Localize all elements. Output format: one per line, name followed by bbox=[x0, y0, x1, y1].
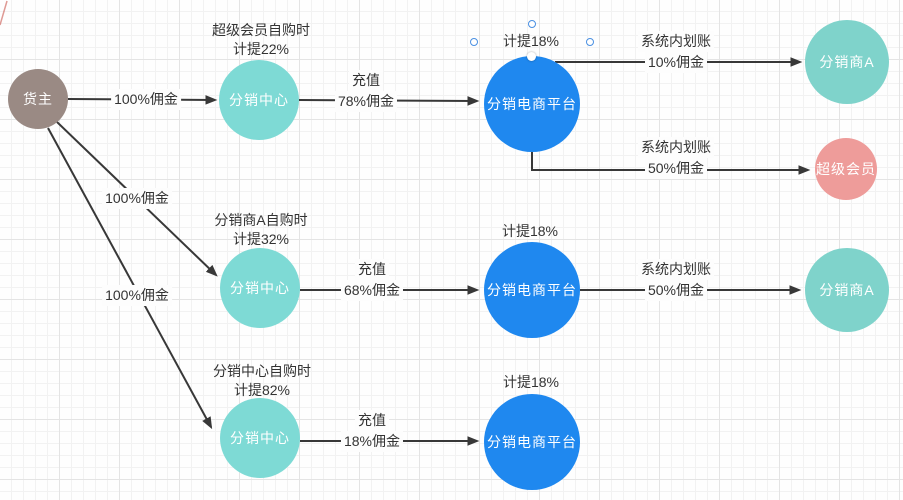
note-center-2[interactable]: 分销商A自购时计提32% bbox=[214, 212, 308, 247]
node-label: 分销电商平台 bbox=[487, 282, 577, 298]
node-distribution-center-3[interactable]: 分销中心 bbox=[220, 398, 300, 478]
note-platform-2[interactable]: 计提18% bbox=[501, 223, 559, 239]
node-label: 超级会员 bbox=[816, 161, 876, 177]
note-center-1[interactable]: 超级会员自购时计提22% bbox=[212, 22, 310, 57]
note-center-3[interactable]: 分销中心自购时计提82% bbox=[213, 363, 311, 398]
node-label: 分销电商平台 bbox=[487, 96, 577, 112]
node-ecommerce-platform-3[interactable]: 分销电商平台 bbox=[484, 394, 580, 490]
selection-handle-icon[interactable] bbox=[586, 38, 594, 46]
edge-label-owner-center2[interactable]: 100%佣金 bbox=[102, 188, 172, 209]
node-distributor-a-1[interactable]: 分销商A bbox=[805, 20, 889, 104]
edge-owner-to-center3[interactable] bbox=[47, 127, 213, 430]
node-label: 分销中心 bbox=[230, 430, 290, 446]
node-label: 货主 bbox=[23, 91, 53, 107]
node-label: 分销商A bbox=[819, 282, 875, 298]
note-platform-3[interactable]: 计提18% bbox=[502, 374, 560, 390]
node-super-member[interactable]: 超级会员 bbox=[815, 138, 877, 200]
corner-artifact-line bbox=[0, 0, 8, 26]
node-distribution-center-1[interactable]: 分销中心 bbox=[219, 60, 299, 140]
selection-handle-icon[interactable] bbox=[528, 20, 536, 28]
connection-point-icon[interactable] bbox=[527, 52, 536, 61]
selection-handle-icon[interactable] bbox=[470, 38, 478, 46]
node-label: 分销中心 bbox=[230, 280, 290, 296]
edge-platform1-to-supermember[interactable] bbox=[531, 152, 811, 175]
node-ecommerce-platform-1[interactable]: 分销电商平台 bbox=[484, 56, 580, 152]
edge-label-owner-center1[interactable]: 100%佣金 bbox=[111, 89, 181, 110]
note-platform-1[interactable]: 计提18% bbox=[502, 33, 560, 49]
node-label: 分销商A bbox=[819, 54, 875, 70]
node-distribution-center-2[interactable]: 分销中心 bbox=[220, 248, 300, 328]
node-label: 分销中心 bbox=[229, 92, 289, 108]
node-ecommerce-platform-2[interactable]: 分销电商平台 bbox=[484, 242, 580, 338]
edge-label-owner-center3[interactable]: 100%佣金 bbox=[102, 285, 172, 306]
node-label: 分销电商平台 bbox=[487, 434, 577, 450]
node-distributor-a-2[interactable]: 分销商A bbox=[805, 248, 889, 332]
node-cargo-owner[interactable]: 货主 bbox=[8, 69, 68, 129]
